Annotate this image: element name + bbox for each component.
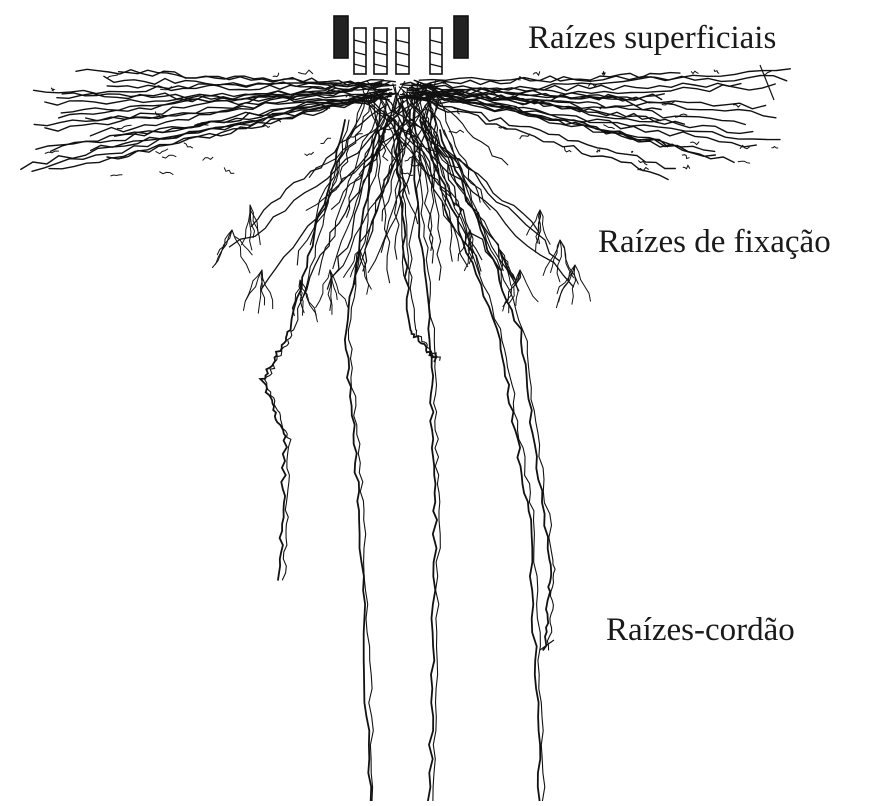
root-hair xyxy=(273,73,279,77)
root-hair xyxy=(597,150,600,152)
cord-root-strand xyxy=(413,110,440,801)
cord-root xyxy=(410,110,438,801)
root-hair xyxy=(764,71,771,75)
anchor-root-branch xyxy=(520,270,538,302)
root-hair xyxy=(162,155,176,158)
anchor-root-branch xyxy=(540,210,550,244)
root-hair xyxy=(156,149,168,154)
label-anchor-roots: Raízes de fixação xyxy=(598,226,831,259)
root-hair xyxy=(52,88,55,91)
root-hair xyxy=(321,138,331,143)
root-hair xyxy=(691,142,699,145)
cord-roots-drawing xyxy=(260,110,555,801)
root-hair xyxy=(107,75,118,78)
root-hair xyxy=(299,70,313,74)
surface-root xyxy=(119,70,389,85)
root-hair xyxy=(632,151,633,153)
root-hair xyxy=(772,147,778,149)
root-hair xyxy=(602,71,605,75)
root-hair xyxy=(682,155,689,159)
root-hair xyxy=(403,173,413,176)
stem-stub xyxy=(454,16,468,58)
label-cord-roots: Raízes-cordão xyxy=(606,614,795,647)
root-hair xyxy=(305,152,314,155)
root-hair xyxy=(714,70,719,73)
root-hair xyxy=(683,165,690,168)
stem-stub xyxy=(334,16,348,58)
root-hair xyxy=(117,125,131,129)
root-hair xyxy=(638,168,649,171)
root-hair xyxy=(604,125,615,129)
label-pointers xyxy=(540,65,774,650)
root-hair xyxy=(564,148,571,152)
root-hair xyxy=(691,71,698,73)
root-hair xyxy=(160,172,173,175)
cord-root xyxy=(440,130,551,650)
root-hair xyxy=(738,161,750,163)
root-hair xyxy=(111,175,122,176)
root-hair xyxy=(224,168,234,174)
root-hair xyxy=(203,157,213,160)
label-surface-roots: Raízes superficiais xyxy=(528,22,776,55)
anchor-root-branch xyxy=(232,230,250,273)
root-hair xyxy=(533,72,539,76)
root-hair xyxy=(733,105,740,108)
cord-root-strand xyxy=(348,110,384,801)
anchor-root-branch xyxy=(360,250,369,294)
root-hair xyxy=(184,143,192,148)
anchor-root-branch xyxy=(560,240,574,278)
stem-stubs xyxy=(334,16,468,74)
